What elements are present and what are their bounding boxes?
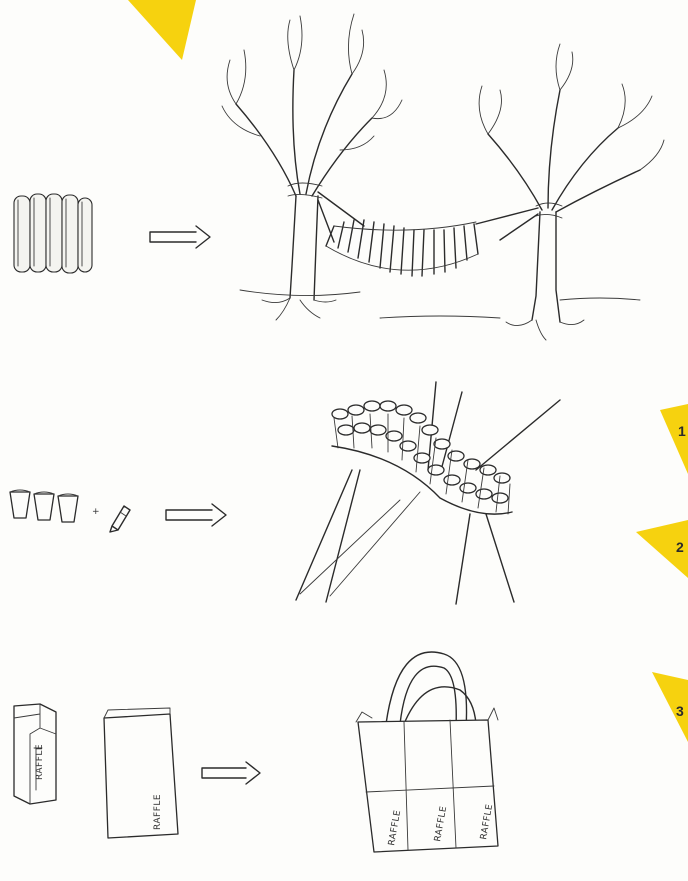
- tote-bag-sketch: RAFFLE RAFFLE RAFFLE: [356, 652, 498, 852]
- carton-sketch: RAFFLE: [14, 704, 56, 804]
- hammock-sketch: [222, 14, 664, 340]
- svg-text:RAFFLE: RAFFLE: [35, 744, 45, 780]
- corner-marker: [128, 0, 196, 60]
- step-marker-3: 3: [652, 672, 688, 742]
- cups-sketch: [10, 490, 78, 522]
- svg-text:3: 3: [676, 703, 684, 719]
- flat-carton-sketch: RAFFLE: [104, 708, 178, 838]
- svg-text:RAFFLE: RAFFLE: [153, 794, 163, 830]
- step-marker-1: 1: [660, 404, 688, 474]
- plus-sign: +: [92, 507, 100, 517]
- pencil-icon: [110, 506, 130, 532]
- cup-chair-sketch: [296, 382, 560, 604]
- svg-text:1: 1: [678, 423, 686, 439]
- tube-bundle-sketch: [14, 194, 92, 273]
- svg-text:2: 2: [676, 539, 684, 555]
- step-marker-2: 2: [636, 520, 688, 578]
- arrow-icon: [150, 226, 210, 248]
- arrow-icon: [202, 762, 260, 784]
- arrow-icon: [166, 504, 226, 526]
